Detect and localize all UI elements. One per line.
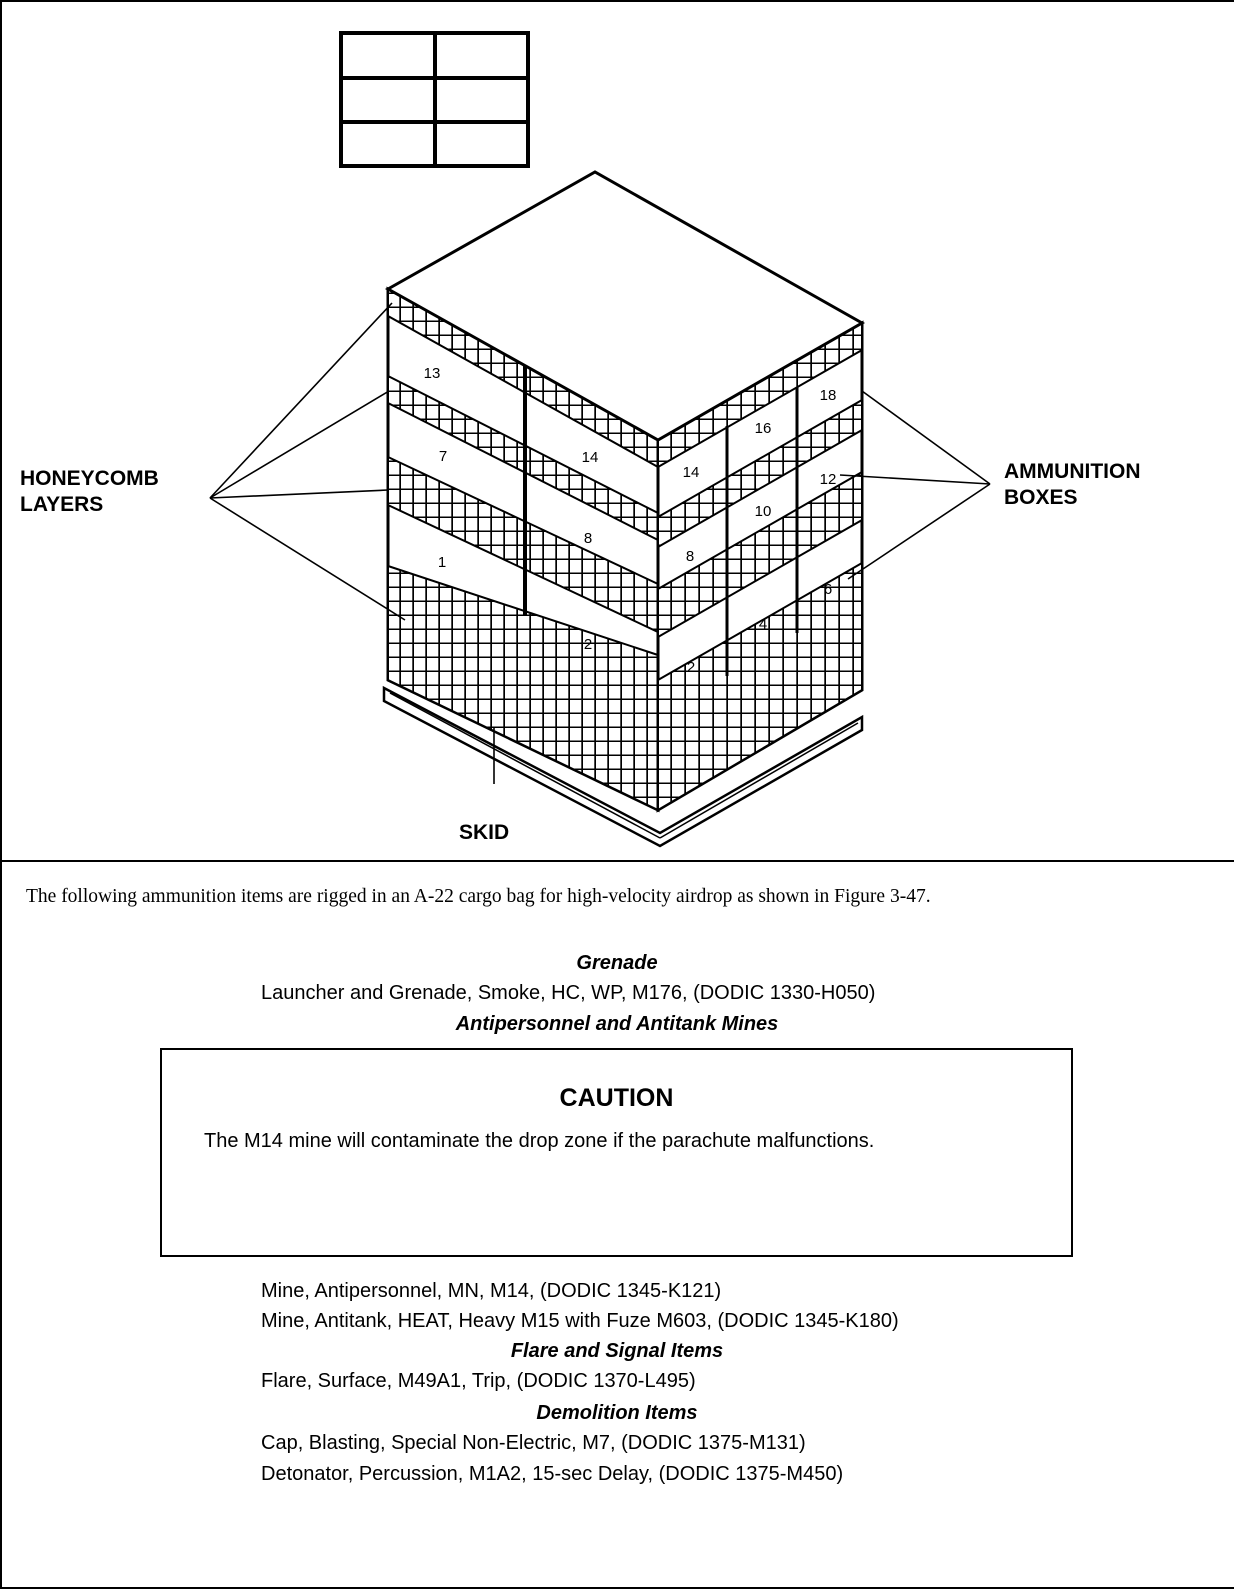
pallet-illustration: 13 14 7 8 1 2 18 16 14 12 10 8 6 4 2 xyxy=(209,31,991,848)
box-number: 4 xyxy=(759,616,767,633)
item-mine-2: Mine, Antitank, HEAT, Heavy M15 with Fuz… xyxy=(261,1310,899,1332)
box-number: 8 xyxy=(584,530,592,547)
pallet-top-face xyxy=(384,170,866,442)
item-flare-1: Flare, Surface, M49A1, Trip, (DODIC 1370… xyxy=(261,1370,696,1392)
box-number: 14 xyxy=(582,449,599,466)
skid xyxy=(382,685,864,848)
honeycomb-label-line-2: LAYERS xyxy=(20,493,104,516)
box-number: 6 xyxy=(824,581,832,598)
item-mine-1: Mine, Antipersonnel, MN, M14, (DODIC 134… xyxy=(261,1280,722,1302)
heading-grenade: Grenade xyxy=(576,952,658,974)
item-demolition-2: Detonator, Percussion, M1A2, 15-sec Dela… xyxy=(261,1463,844,1485)
honeycomb-label-line-1: HONEYCOMB xyxy=(20,467,159,490)
box-number: 16 xyxy=(755,420,772,437)
honeycomb-leader-lines xyxy=(209,302,406,621)
caution-text: The M14 mine will contaminate the drop z… xyxy=(204,1130,875,1152)
box-number: 14 xyxy=(683,464,700,481)
ammunition-boxes-label: AMMUNITION BOXES xyxy=(1004,459,1140,511)
figure-divider xyxy=(0,860,1234,862)
box-number: 18 xyxy=(820,387,837,404)
heading-mines: Antipersonnel and Antitank Mines xyxy=(455,1013,779,1035)
ammunition-label-line-1: AMMUNITION xyxy=(1004,460,1141,483)
box-number: 8 xyxy=(686,548,694,565)
box-number: 2 xyxy=(687,659,695,676)
box-number: 10 xyxy=(755,503,772,520)
item-grenade-1: Launcher and Grenade, Smoke, HC, WP, M17… xyxy=(261,982,876,1004)
ammunition-leader-lines xyxy=(839,390,991,580)
side-box-numbers: 18 16 14 12 10 8 6 4 2 xyxy=(683,387,837,676)
box-number: 2 xyxy=(584,636,592,653)
caution-title: CAUTION xyxy=(559,1084,674,1112)
heading-flare: Flare and Signal Items xyxy=(510,1340,724,1362)
box-number: 1 xyxy=(438,554,446,571)
box-number: 13 xyxy=(424,365,441,382)
item-demolition-1: Cap, Blasting, Special Non-Electric, M7,… xyxy=(261,1432,806,1454)
pallet-side-face xyxy=(656,320,864,813)
front-box-numbers: 13 14 7 8 1 2 xyxy=(424,365,599,653)
box-number: 12 xyxy=(820,471,837,488)
box-number: 7 xyxy=(439,448,447,465)
heading-demolition: Demolition Items xyxy=(536,1402,698,1424)
ammunition-label-line-2: BOXES xyxy=(1004,486,1078,509)
honeycomb-layers-label: HONEYCOMB LAYERS xyxy=(20,466,159,518)
intro-paragraph: The following ammunition items are rigge… xyxy=(26,886,931,907)
caution-box: CAUTION The M14 mine will contaminate th… xyxy=(160,1048,1073,1257)
skid-label: SKID xyxy=(459,821,510,844)
top-view-grid xyxy=(339,31,530,168)
